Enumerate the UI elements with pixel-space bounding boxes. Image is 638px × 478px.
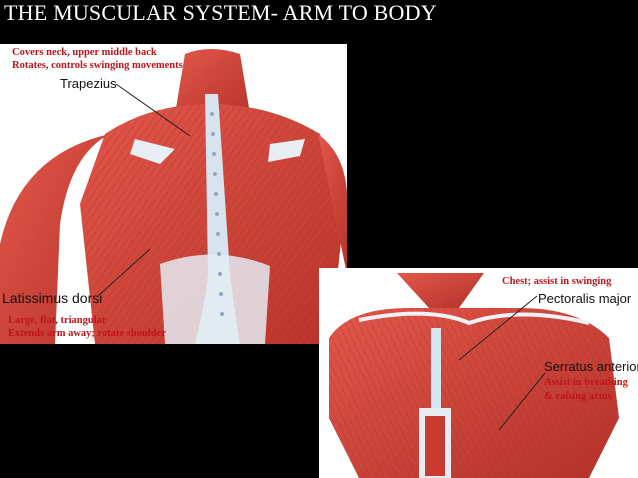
neck-front bbox=[397, 273, 484, 308]
chest-fibers bbox=[329, 308, 619, 478]
pectoralis-leader-line bbox=[458, 295, 538, 361]
trapezius-note-line2: Rotates, controls swinging movements bbox=[12, 60, 183, 71]
chest-muscles-drawing bbox=[329, 273, 619, 478]
serratus-leader-line bbox=[498, 372, 546, 431]
trapezius-note-line1: Covers neck, upper middle back bbox=[12, 47, 157, 58]
left-scapula-tendon bbox=[130, 139, 175, 164]
rectus-abdominis bbox=[425, 416, 445, 476]
serratus-note-line2: & raising arms bbox=[544, 391, 612, 402]
latissimus-label: Latissimus dorsi bbox=[2, 290, 103, 306]
lumbar-fascia bbox=[160, 254, 270, 344]
pectoralis-note: Chest; assist in swinging bbox=[502, 276, 612, 287]
back-muscles-drawing bbox=[0, 49, 347, 344]
neck-muscle bbox=[175, 49, 250, 114]
trapezius-leader-line bbox=[115, 83, 191, 137]
back-muscles-illustration bbox=[0, 44, 347, 344]
latissimus-leader-line bbox=[97, 248, 151, 297]
serratus-note-line1: Assist in breathing bbox=[544, 377, 628, 388]
right-scapula-tendon bbox=[268, 139, 305, 162]
latissimus-note-line1: Large, flat, triangular bbox=[8, 315, 107, 326]
serratus-label: Serratus anterior bbox=[544, 359, 638, 374]
slide-title: THE MUSCULAR SYSTEM- ARM TO BODY bbox=[4, 0, 437, 25]
pectoralis-label: Pectoralis major bbox=[538, 291, 632, 306]
chest-muscles-illustration bbox=[319, 268, 638, 478]
right-arm bbox=[318, 134, 347, 274]
trapezius-label: Trapezius bbox=[60, 76, 117, 91]
vertebrae bbox=[210, 112, 224, 316]
clavicles bbox=[358, 311, 590, 326]
sternum bbox=[431, 328, 441, 413]
latissimus-note-line2: Extends arm away; rotate shoulder bbox=[8, 328, 166, 339]
left-arm bbox=[0, 134, 110, 344]
